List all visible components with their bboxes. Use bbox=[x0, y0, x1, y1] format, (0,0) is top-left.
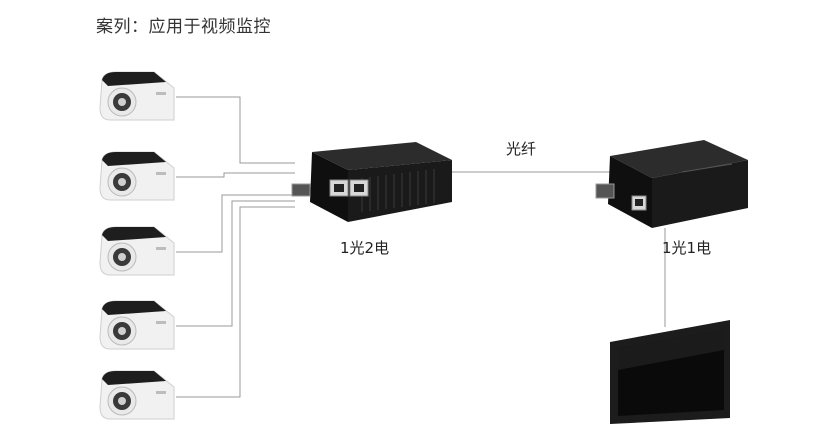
security-camera-icon bbox=[99, 71, 175, 121]
fiber-label: 光纤 bbox=[506, 140, 537, 158]
page-title: 案列：应用于视频监控 bbox=[96, 17, 271, 37]
camera-3 bbox=[96, 223, 176, 283]
camera-2 bbox=[96, 148, 176, 208]
media-converter-icon bbox=[291, 142, 452, 222]
device-left-label: 1光2电 bbox=[340, 239, 390, 257]
device-right-label: 1光1电 bbox=[662, 239, 712, 257]
monitor bbox=[606, 320, 732, 425]
camera-cable-3 bbox=[176, 194, 295, 253]
camera-cable-4 bbox=[176, 200, 295, 327]
camera-5 bbox=[96, 367, 176, 427]
camera-4 bbox=[96, 297, 176, 357]
security-camera-icon bbox=[99, 300, 175, 350]
security-camera-icon bbox=[99, 226, 175, 276]
security-camera-icon bbox=[99, 370, 175, 420]
camera-cable-5 bbox=[176, 206, 295, 398]
camera-cable-2 bbox=[176, 172, 295, 178]
security-camera-icon bbox=[99, 151, 175, 201]
media-converter-icon bbox=[595, 140, 748, 228]
media-converter-1f1e bbox=[592, 138, 752, 230]
media-converter-1f2e bbox=[290, 138, 455, 228]
monitor-icon bbox=[610, 320, 730, 424]
camera-1 bbox=[96, 68, 176, 128]
camera-cable-1 bbox=[176, 96, 295, 164]
